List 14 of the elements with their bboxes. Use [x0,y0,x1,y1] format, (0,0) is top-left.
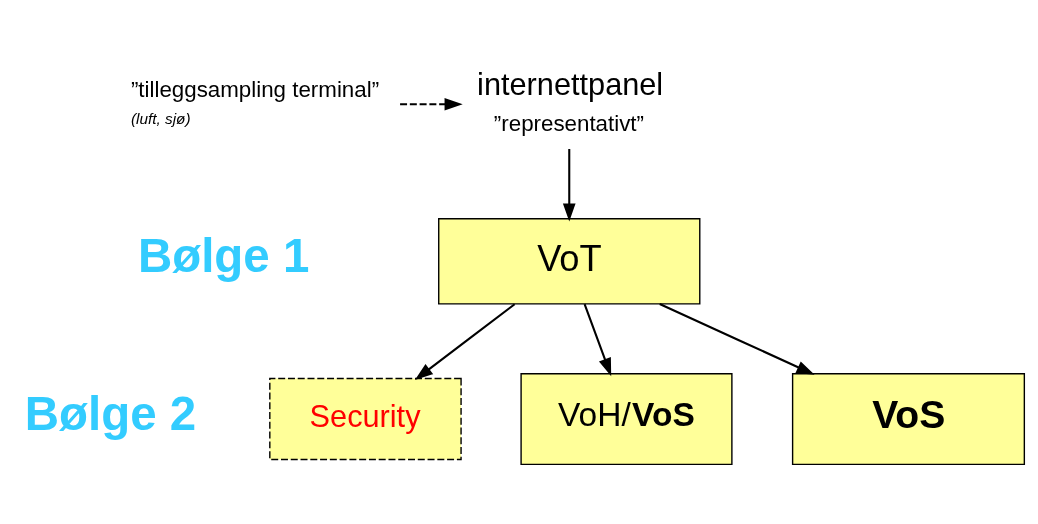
node-label: (luft, sjø) [130,109,191,127]
arrow [414,303,516,381]
arrow [400,97,463,111]
node-box: Security [269,377,462,461]
node-text: ”tilleggsampling terminal” [130,77,380,102]
label: Bølge 1 [137,229,310,283]
node-text: internettpanel ”representativt” [477,67,664,136]
node-box: VoH/VoS [520,373,733,466]
arrow [659,303,815,375]
arrow [562,149,576,222]
arrow [583,303,612,377]
label: Bølge 2 [24,386,197,440]
node-box: VoT [438,218,701,305]
node-box: VoS [791,373,1026,466]
